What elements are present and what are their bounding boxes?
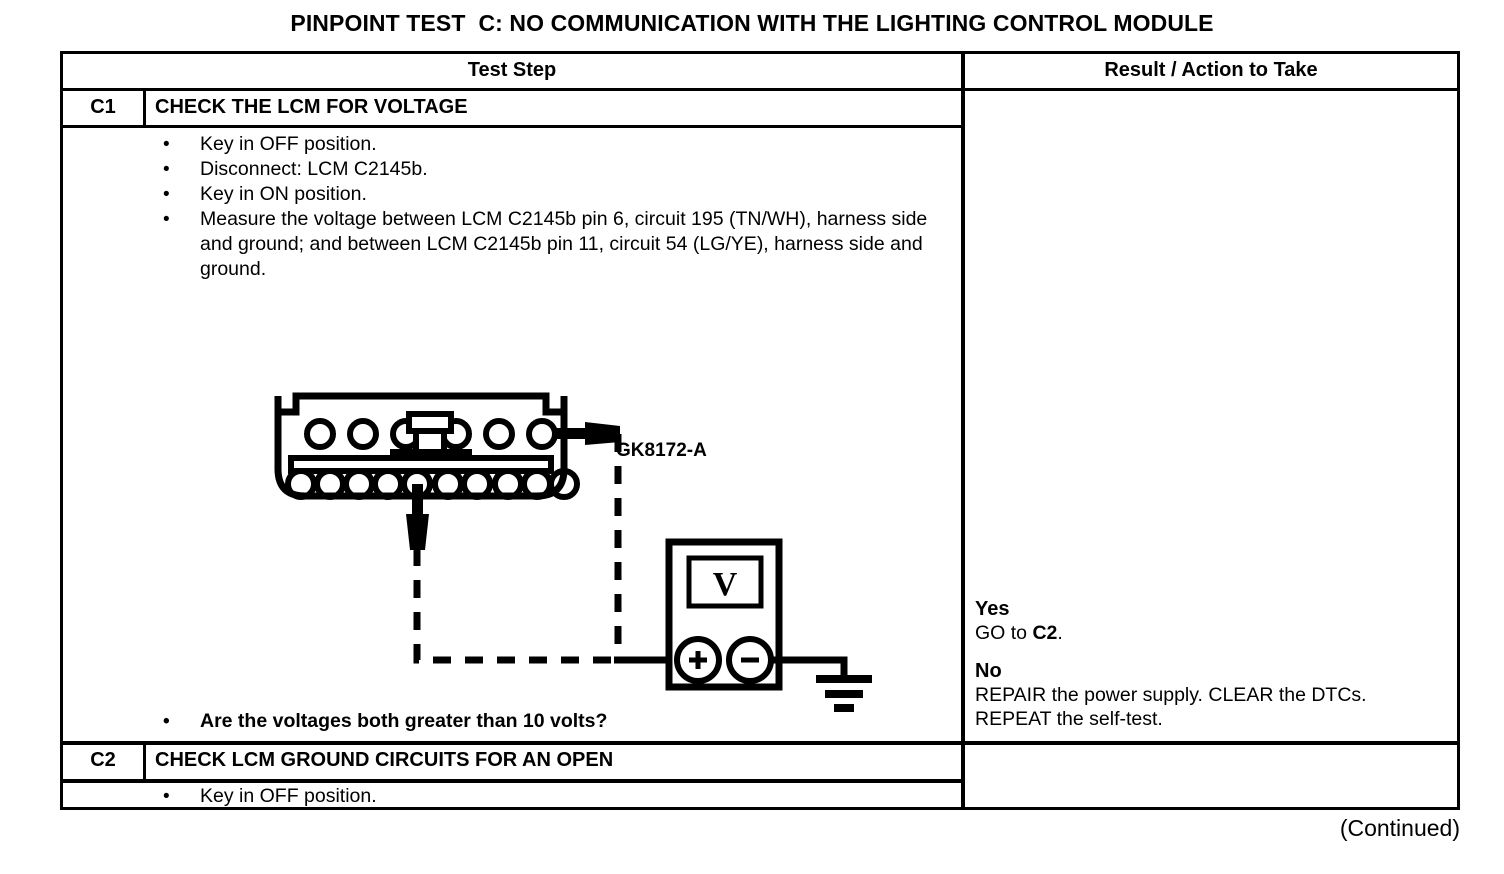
meter-terminal-positive — [674, 636, 722, 684]
test-probe-bottom — [406, 484, 429, 550]
plus-icon — [689, 651, 707, 669]
list-item: • Are the voltages both greater than 10 … — [155, 709, 955, 734]
bullet-icon: • — [163, 184, 170, 205]
result-action-suffix: . — [1057, 622, 1063, 644]
connector-top-pins-right — [440, 418, 558, 450]
result-action-yes: GO to C2. — [975, 621, 1445, 645]
connector-top-pins-left — [304, 418, 422, 450]
column-divider — [961, 54, 965, 807]
meter-display-value: V — [713, 566, 738, 603]
step-title-c1: CHECK THE LCM FOR VOLTAGE — [155, 96, 468, 118]
list-item: • Disconnect: LCM C2145b. — [155, 157, 955, 182]
list-item-text: Disconnect: LCM C2145b. — [200, 158, 428, 180]
row-divider — [63, 779, 961, 783]
header-test-step: Test Step — [467, 59, 557, 81]
step-c1-bullet-list: • Key in OFF position. • Disconnect: LCM… — [155, 132, 955, 282]
step-c2-bullet-list: • Key in OFF position. — [155, 784, 955, 809]
list-item-text: Key in OFF position. — [200, 133, 377, 155]
row-divider — [63, 88, 1457, 91]
connector-bottom-pins — [285, 468, 580, 500]
dashed-wire-bottom — [413, 548, 622, 664]
result-no-block: No REPAIR the power supply. CLEAR the DT… — [975, 659, 1445, 731]
step-id-c1: C1 — [90, 96, 116, 118]
step-title-c2: CHECK LCM GROUND CIRCUITS FOR AN OPEN — [155, 749, 614, 771]
list-item-text: Key in OFF position. — [200, 785, 377, 807]
list-item-text: Measure the voltage between LCM C2145b p… — [200, 208, 928, 280]
header-result-action: Result / Action to Take — [1104, 59, 1318, 81]
earth-ground-icon — [816, 675, 872, 712]
step-id-c2: C2 — [90, 749, 116, 771]
list-item: • Measure the voltage between LCM C2145b… — [155, 207, 955, 282]
meter-ground-lead — [771, 656, 848, 679]
step-id-divider — [143, 745, 146, 779]
result-answer-no: No — [975, 660, 1002, 682]
step-id-divider — [143, 91, 146, 125]
result-answer-yes: Yes — [975, 598, 1010, 620]
list-item: • Key in ON position. — [155, 182, 955, 207]
step-c1-question-row: • Are the voltages both greater than 10 … — [155, 709, 955, 734]
multimeter — [665, 538, 783, 691]
bullet-icon: • — [163, 786, 170, 807]
list-item: • Key in OFF position. — [155, 784, 955, 809]
result-action-target: C2 — [1032, 622, 1058, 644]
result-action-prefix: GO to — [975, 622, 1033, 644]
page-title: PINPOINT TEST C: NO COMMUNICATION WITH T… — [290, 10, 1214, 36]
row-divider — [63, 125, 961, 128]
test-probe-right — [555, 422, 620, 445]
result-yes-block: Yes GO to C2. — [975, 597, 1445, 645]
bullet-icon: • — [163, 159, 170, 180]
list-item: • Key in OFF position. — [155, 132, 955, 157]
result-action-no: REPAIR the power supply. CLEAR the DTCs.… — [975, 684, 1367, 730]
bullet-icon: • — [163, 711, 170, 732]
figure-id: GK8172-A — [616, 440, 707, 461]
pinpoint-test-table: Test Step Result / Action to Take C1 CHE… — [60, 51, 1460, 810]
row-divider — [63, 741, 1457, 745]
bullet-icon: • — [163, 134, 170, 155]
continued-label: (Continued) — [1339, 815, 1460, 841]
question-text: Are the voltages both greater than 10 vo… — [200, 710, 608, 732]
list-item-text: Key in ON position. — [200, 183, 367, 205]
connector-voltage-diagram: V — [208, 334, 968, 754]
bullet-icon: • — [163, 209, 170, 230]
